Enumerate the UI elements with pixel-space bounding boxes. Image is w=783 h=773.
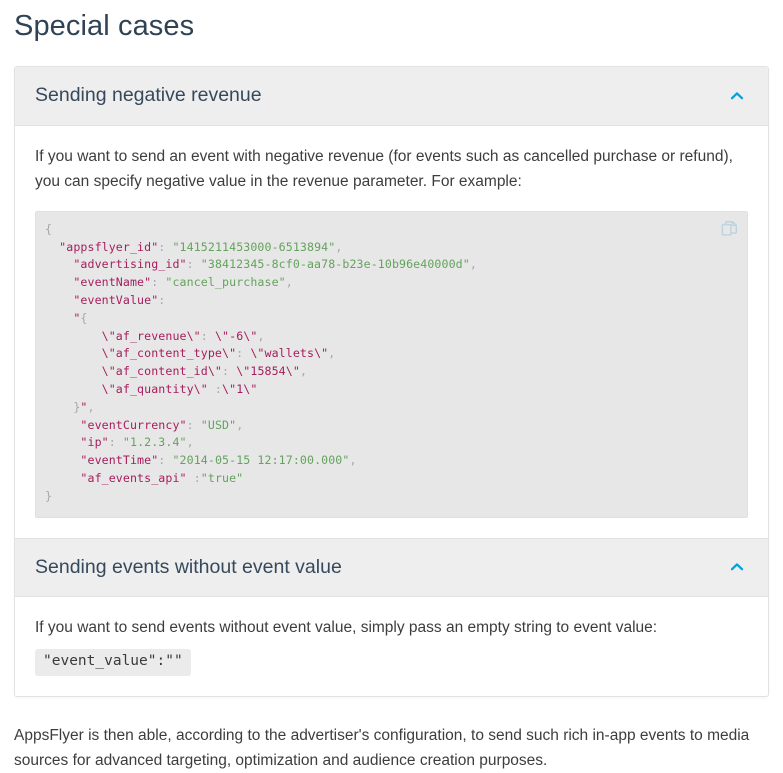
copy-icon[interactable] — [721, 220, 738, 237]
accordion: Sending negative revenue If you want to … — [14, 66, 769, 697]
code-block-json: { "appsflyer_id": "1415211453000-6513894… — [45, 221, 477, 503]
page-title: Special cases — [14, 10, 195, 42]
accordion-body-without-event-value: If you want to send events without event… — [15, 597, 768, 696]
outro-paragraph: AppsFlyer is then able, according to the… — [14, 726, 750, 769]
accordion-header-negative-revenue[interactable]: Sending negative revenue — [15, 67, 768, 126]
accordion-body-negative-revenue: If you want to send an event with negati… — [15, 125, 768, 538]
chevron-up-icon[interactable] — [728, 87, 746, 105]
accordion-title: Sending negative revenue — [35, 84, 262, 107]
intro-paragraph: If you want to send an event with negati… — [35, 147, 733, 190]
code-block-wrapper: { "appsflyer_id": "1415211453000-6513894… — [35, 210, 748, 518]
accordion-panel-without-event-value: Sending events without event value If yo… — [15, 537, 768, 696]
accordion-panel-negative-revenue: Sending negative revenue If you want to … — [15, 67, 768, 538]
accordion-title: Sending events without event value — [35, 555, 342, 578]
chevron-up-icon[interactable] — [728, 558, 746, 576]
accordion-header-without-event-value[interactable]: Sending events without event value — [15, 538, 768, 597]
inline-code-event-value: "event_value":"" — [35, 649, 191, 676]
inline-code-line: "event_value":"" — [35, 649, 748, 676]
intro-paragraph: If you want to send events without event… — [35, 619, 658, 636]
